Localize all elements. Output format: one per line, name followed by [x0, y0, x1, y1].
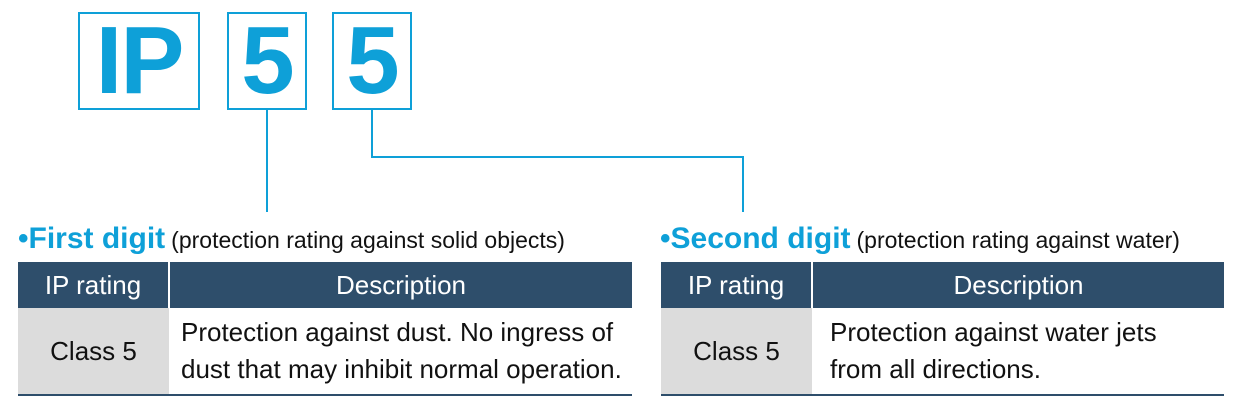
second-digit-table: IP rating Description Class 5 Protection… — [661, 262, 1224, 396]
first-digit-text: 5 — [241, 7, 294, 114]
second-digit-subtitle: (protection rating against water) — [856, 227, 1180, 253]
description-line: dust that may inhibit normal operation. — [181, 354, 622, 384]
second-digit-connector — [371, 110, 744, 212]
column-header-description: Description — [812, 262, 1224, 308]
first-digit-subtitle: (protection rating against solid objects… — [171, 227, 565, 253]
second-digit-text: 5 — [346, 7, 399, 114]
ip-prefix-text: IP — [95, 7, 185, 114]
first-digit-box: 5 — [227, 12, 307, 110]
column-header-ip-rating: IP rating — [18, 262, 170, 308]
bullet-icon: • — [660, 222, 671, 255]
table-header-row: IP rating Description — [18, 262, 632, 308]
description-line: Protection against water jets — [830, 317, 1157, 347]
first-digit-title: First digit — [28, 222, 166, 255]
table-row: Class 5 Protection against water jets fr… — [661, 308, 1224, 396]
description-cell: Protection against water jets from all d… — [812, 308, 1224, 396]
rating-cell: Class 5 — [661, 308, 812, 396]
description-cell: Protection against dust. No ingress of d… — [169, 308, 632, 396]
first-digit-heading: •First digit(protection rating against s… — [18, 222, 565, 256]
second-digit-heading: •Second digit(protection rating against … — [660, 222, 1180, 256]
column-header-ip-rating: IP rating — [661, 262, 813, 308]
second-digit-title: Second digit — [670, 222, 851, 255]
description-line: Protection against dust. No ingress of — [181, 317, 614, 347]
second-digit-box: 5 — [332, 12, 412, 110]
table-header-row: IP rating Description — [661, 262, 1224, 308]
bullet-icon: • — [18, 222, 29, 255]
ip-prefix-box: IP — [78, 12, 200, 110]
first-digit-table: IP rating Description Class 5 Protection… — [18, 262, 632, 396]
description-line: from all directions. — [830, 354, 1041, 384]
table-row: Class 5 Protection against dust. No ingr… — [18, 308, 632, 396]
column-header-description: Description — [169, 262, 632, 308]
rating-cell: Class 5 — [18, 308, 169, 396]
